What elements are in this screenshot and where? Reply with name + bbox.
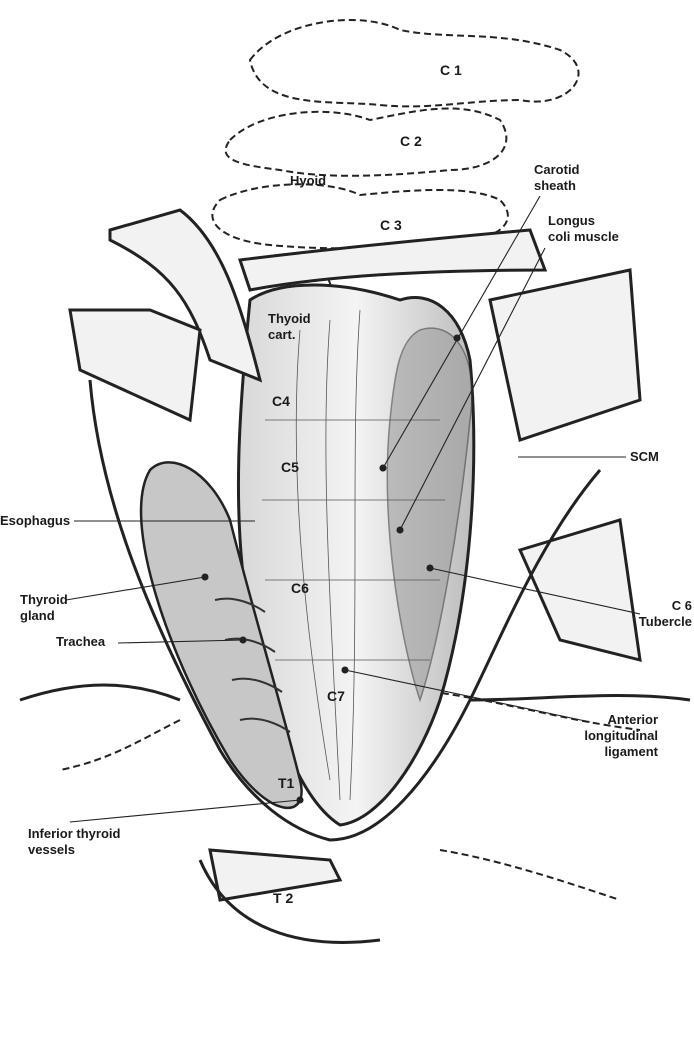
label-c4: C4 [272, 393, 290, 409]
thyroid-trachea [139, 461, 303, 810]
label-c6: C6 [291, 580, 309, 596]
label-c5: C5 [281, 459, 299, 475]
longus-coli-muscle [386, 327, 473, 703]
muscle-fibers [262, 309, 445, 801]
label-scm: SCM [630, 449, 659, 464]
upper-vertebrae-outline [59, 19, 641, 901]
label-t2: T 2 [273, 890, 294, 906]
label-c1: C 1 [440, 62, 462, 78]
label-c7: C7 [327, 688, 345, 704]
label-trachea: Trachea [56, 634, 106, 649]
label-t1: T1 [278, 775, 295, 791]
label-c3: C 3 [380, 217, 402, 233]
label-c2: C 2 [400, 133, 422, 149]
retractor-blades [68, 208, 642, 902]
label-esophagus: Esophagus [0, 513, 71, 528]
leader-lines [65, 195, 641, 823]
label-hyoid: Hyoid [290, 173, 327, 188]
